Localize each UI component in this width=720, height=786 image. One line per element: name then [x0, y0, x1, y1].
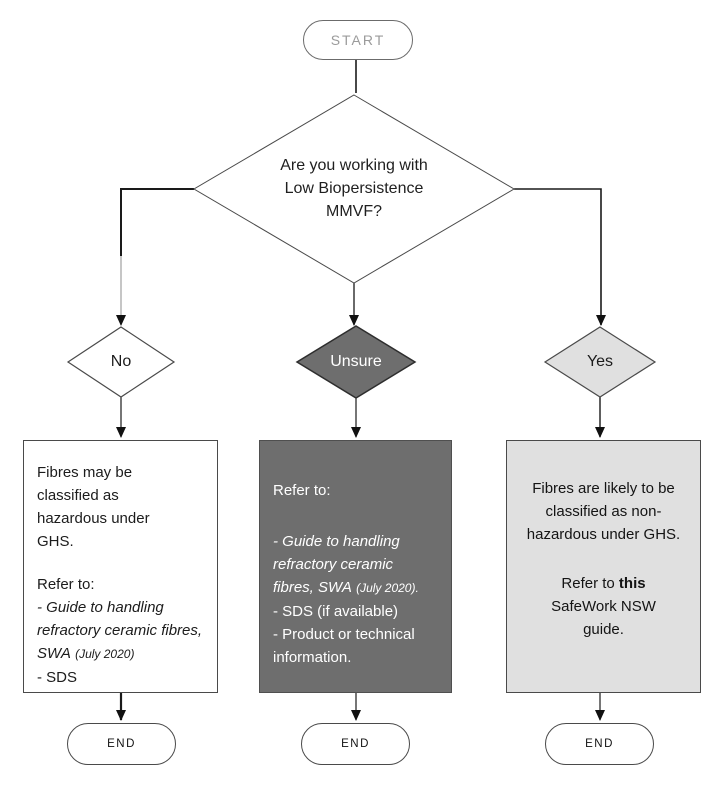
no-box-sds-item: - SDS — [37, 669, 78, 686]
end-label: END — [107, 738, 136, 750]
unsure-diamond-shape — [295, 325, 417, 399]
connector-no-branch-elbow — [120, 188, 194, 256]
unsure-box-product-item: - Product or technical information. — [273, 626, 415, 666]
no-box-refer-label: Refer to: — [37, 576, 95, 593]
connector-yes-branch — [514, 188, 606, 326]
yes-box-refer-sentence: Refer to this SafeWork NSW guide. — [534, 572, 674, 641]
unsure-diamond-label: Unsure — [330, 353, 382, 370]
yes-diamond-label: Yes — [586, 353, 614, 370]
guide-title-italic: - Guide to handling refractory ceramic f… — [37, 599, 203, 662]
end-node-yes: END — [545, 723, 654, 765]
no-box-guide-reference: - Guide to handling refractory ceramic f… — [37, 596, 204, 666]
end-node-unsure: END — [301, 723, 410, 765]
unsure-outcome-box: Refer to: - Guide to handling refractory… — [259, 440, 452, 693]
no-diamond-shape — [66, 326, 176, 398]
end-label: END — [585, 738, 614, 750]
yes-diamond-shape — [543, 326, 657, 398]
guide-title-italic: - Guide to handling refractory ceramic f… — [273, 533, 400, 596]
refer-text: Refer to — [561, 575, 619, 592]
start-label: START — [330, 32, 386, 48]
start-node: START — [303, 20, 413, 60]
end-node-no: END — [67, 723, 176, 765]
end-label: END — [341, 738, 370, 750]
decision-diamond-shape — [193, 94, 515, 284]
refer-this-emphasis: this — [618, 575, 646, 592]
unsure-box-guide-reference: - Guide to handling refractory ceramic f… — [273, 530, 438, 600]
no-outcome-box: Fibres may be classified as hazardous un… — [23, 440, 218, 693]
no-diamond-label: No — [110, 353, 132, 370]
guide-date: (July 2020) — [75, 647, 135, 661]
decision-question: Are you working with Low Biopersistence … — [280, 157, 428, 220]
guide-date: (July 2020). — [356, 581, 419, 595]
unsure-box-sds-item: - SDS (if available) — [273, 603, 399, 620]
unsure-box-refer-label: Refer to: — [273, 482, 331, 499]
refer-text-tail: SafeWork NSW guide. — [551, 598, 656, 638]
yes-box-paragraph: Fibres are likely to be classified as no… — [526, 480, 681, 543]
no-box-paragraph: Fibres may be classified as hazardous un… — [37, 464, 150, 550]
yes-outcome-box: Fibres are likely to be classified as no… — [506, 440, 701, 693]
